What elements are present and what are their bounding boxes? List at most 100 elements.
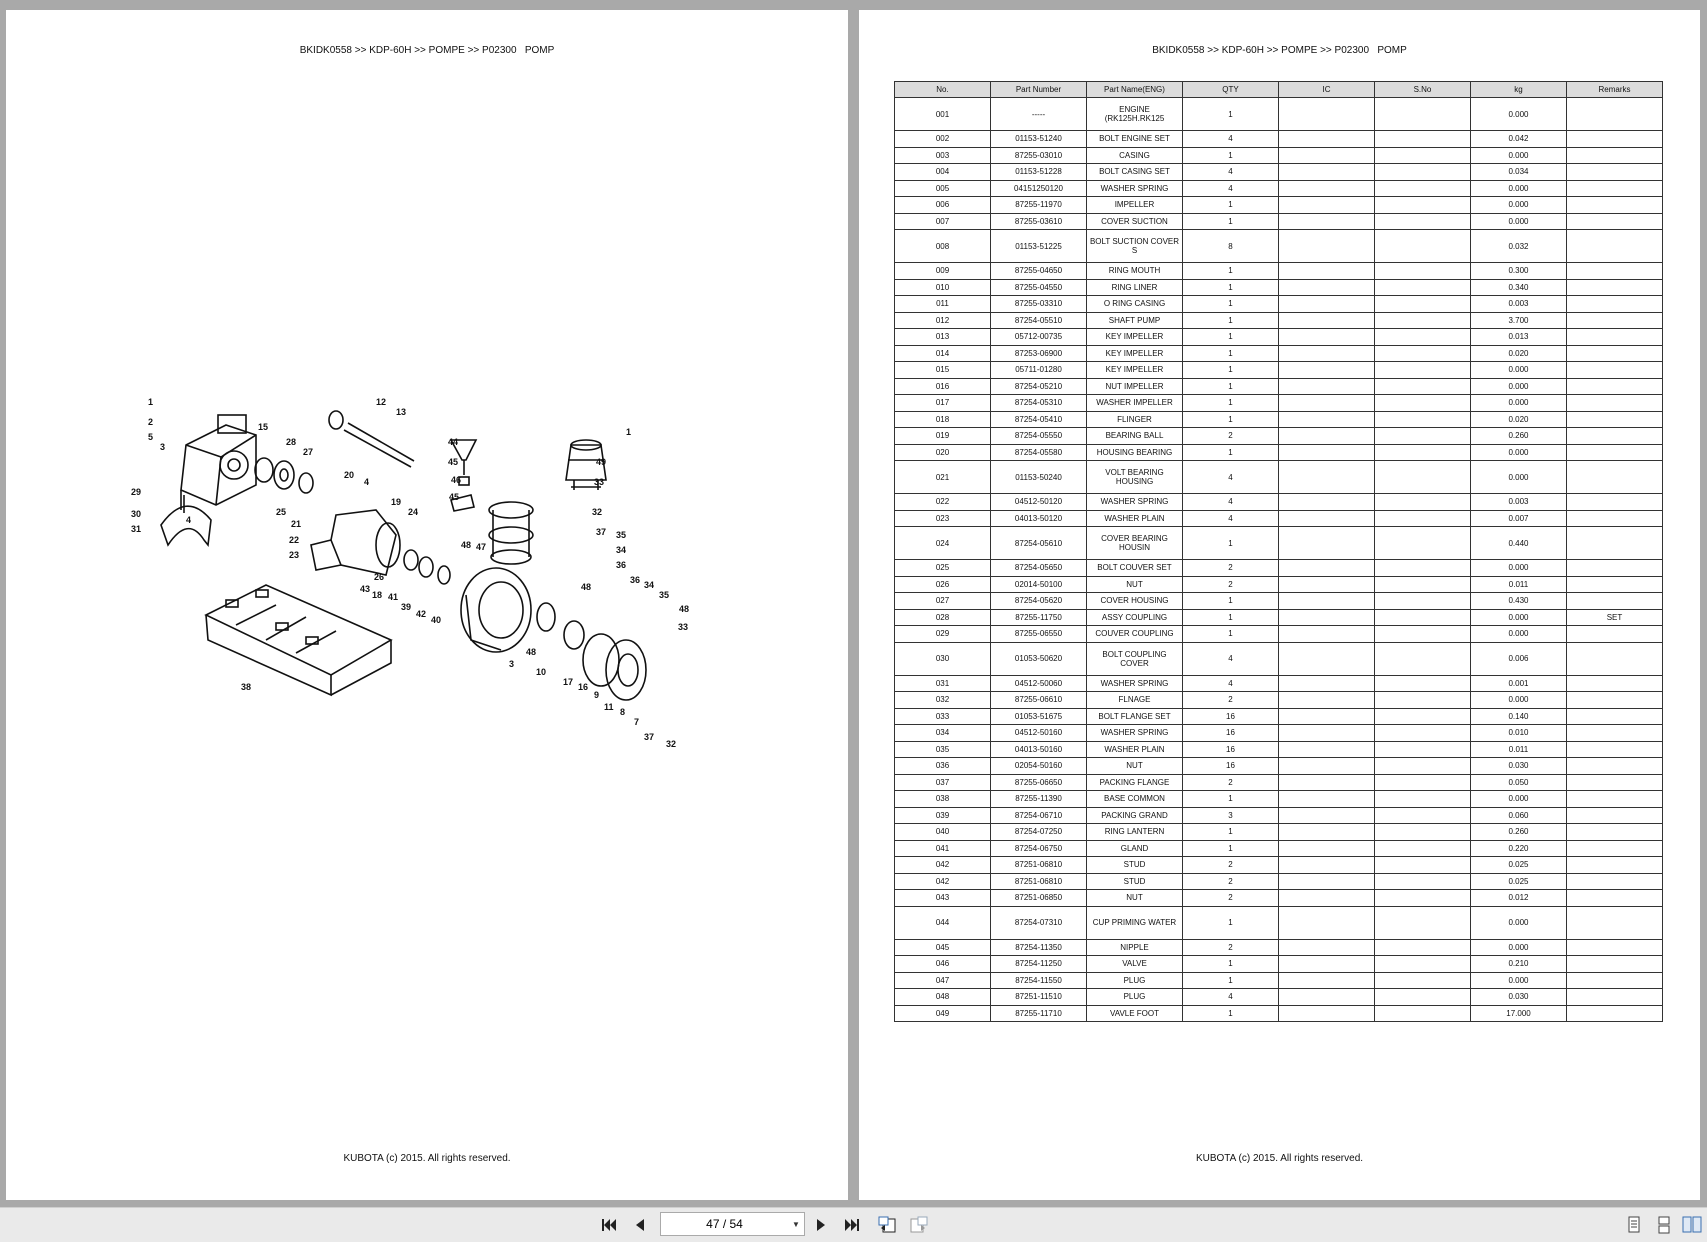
table-cell	[1566, 262, 1663, 280]
table-cell: 0.000	[1470, 790, 1567, 808]
svg-text:45: 45	[449, 492, 459, 502]
page-footer: KUBOTA (c) 2015. All rights reserved.	[343, 1153, 511, 1164]
table-cell	[1278, 394, 1375, 412]
table-cell: 4	[1182, 460, 1279, 494]
page-indicator: 47 / 54	[706, 1217, 743, 1231]
table-cell: 1	[1182, 295, 1279, 313]
table-cell	[1566, 344, 1663, 362]
table-cell	[1566, 130, 1663, 148]
svg-text:35: 35	[616, 530, 626, 540]
go-forward-view-icon[interactable]	[908, 1214, 930, 1236]
table-cell: VOLT BEARING HOUSING	[1086, 460, 1183, 494]
table-cell: 1	[1182, 361, 1279, 379]
last-page-icon[interactable]	[841, 1214, 863, 1236]
table-cell: PLUG	[1086, 971, 1183, 989]
table-cell	[1566, 278, 1663, 296]
table-cell: 0.020	[1470, 344, 1567, 362]
table-cell: 009	[894, 262, 991, 280]
two-page-view-icon[interactable]	[1681, 1214, 1703, 1236]
single-page-view-icon[interactable]	[1623, 1214, 1645, 1236]
table-cell	[1374, 625, 1471, 643]
table-cell: IMPELLER	[1086, 196, 1183, 214]
prev-page-icon[interactable]	[629, 1214, 651, 1236]
table-cell: BASE COMMON	[1086, 790, 1183, 808]
table-cell	[1278, 344, 1375, 362]
table-cell	[1566, 872, 1663, 890]
table-cell	[1374, 823, 1471, 841]
go-back-view-icon[interactable]	[876, 1214, 898, 1236]
table-cell	[1566, 212, 1663, 230]
table-cell	[1566, 691, 1663, 709]
table-cell: 0.060	[1470, 806, 1567, 824]
table-cell	[1566, 509, 1663, 527]
table-cell	[1566, 460, 1663, 494]
table-cell	[1374, 295, 1471, 313]
table-cell: 04013-50160	[990, 740, 1087, 758]
table-cell: 028	[894, 608, 991, 626]
table-cell	[1278, 691, 1375, 709]
table-cell: 0.030	[1470, 757, 1567, 775]
table-cell	[1566, 773, 1663, 791]
chevron-down-icon[interactable]: ▼	[792, 1219, 800, 1229]
table-cell: 0.011	[1470, 575, 1567, 593]
table-cell: FLNAGE	[1086, 691, 1183, 709]
table-cell: 04512-50060	[990, 674, 1087, 692]
table-cell: 4	[1182, 988, 1279, 1006]
first-page-icon[interactable]	[598, 1214, 620, 1236]
table-cell	[1278, 163, 1375, 181]
table-cell: 1	[1182, 97, 1279, 131]
table-cell	[1374, 526, 1471, 560]
table-cell: 0.430	[1470, 592, 1567, 610]
svg-text:19: 19	[391, 497, 401, 507]
table-cell: 87253-06900	[990, 344, 1087, 362]
table-cell: 025	[894, 559, 991, 577]
table-cell: 87254-11350	[990, 938, 1087, 956]
svg-text:48: 48	[679, 604, 689, 614]
table-cell: 0.042	[1470, 130, 1567, 148]
table-cell: 87255-11750	[990, 608, 1087, 626]
next-page-icon[interactable]	[810, 1214, 832, 1236]
table-cell: 1	[1182, 971, 1279, 989]
svg-text:22: 22	[289, 535, 299, 545]
table-cell: 016	[894, 377, 991, 395]
page-footer: KUBOTA (c) 2015. All rights reserved.	[1195, 1153, 1364, 1164]
table-cell	[1566, 410, 1663, 428]
table-cell	[1374, 674, 1471, 692]
table-cell: 020	[894, 443, 991, 461]
table-cell: 0.025	[1470, 856, 1567, 874]
table-cell: CASING	[1086, 146, 1183, 164]
table-cell: 031	[894, 674, 991, 692]
svg-text:21: 21	[291, 519, 301, 529]
svg-text:24: 24	[408, 507, 418, 517]
svg-text:41: 41	[388, 592, 398, 602]
svg-text:13: 13	[396, 407, 406, 417]
table-cell: 4	[1182, 179, 1279, 197]
table-cell	[1278, 179, 1375, 197]
table-cell: 041	[894, 839, 991, 857]
svg-text:1: 1	[148, 397, 153, 407]
table-cell: 0.000	[1470, 691, 1567, 709]
svg-text:49: 49	[596, 457, 606, 467]
table-cell: 1	[1182, 146, 1279, 164]
table-cell	[1278, 592, 1375, 610]
table-cell: 036	[894, 757, 991, 775]
table-cell	[1374, 212, 1471, 230]
table-cell: 87251-11510	[990, 988, 1087, 1006]
table-cell	[1278, 311, 1375, 329]
table-cell	[1374, 361, 1471, 379]
page-number-input[interactable]: 47 / 54 ▼	[660, 1212, 805, 1236]
table-cell	[1278, 872, 1375, 890]
continuous-view-icon[interactable]	[1653, 1214, 1675, 1236]
table-cell	[1374, 394, 1471, 412]
column-header: S.No	[1374, 81, 1471, 98]
svg-text:20: 20	[344, 470, 354, 480]
table-cell: 87255-06610	[990, 691, 1087, 709]
